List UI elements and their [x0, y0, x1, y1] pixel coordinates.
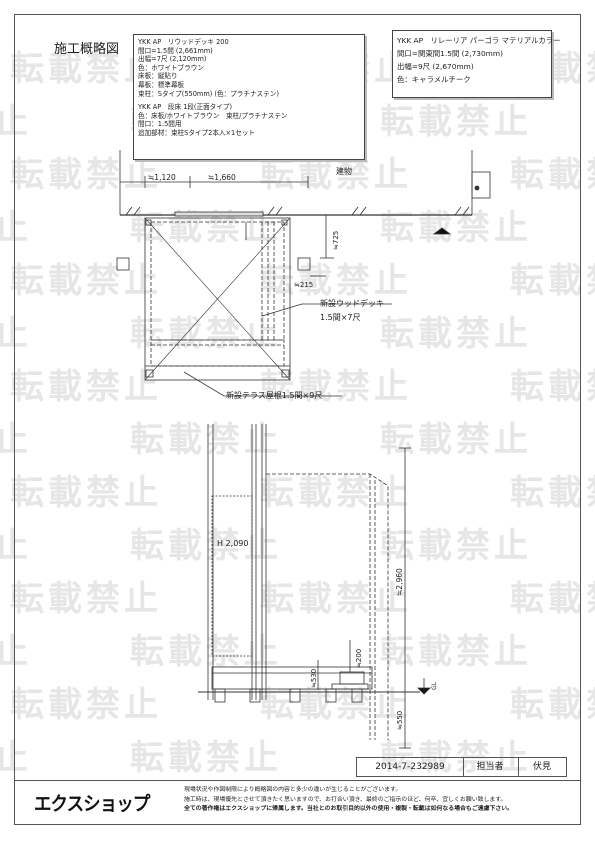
- deck-spec-line: 色：ホワイトブラウン: [138, 63, 204, 72]
- deck-spec-line: 出幅=7尺 (2,120mm): [138, 55, 207, 64]
- step-spec-line: YKK AP 段床 1段(正面タイプ): [138, 103, 233, 112]
- staff-name: 伏見: [518, 757, 567, 777]
- deck-spec-line: 束柱：Sタイプ(550mm) (色：プラチナステン): [138, 89, 279, 98]
- deck-spec-line: 幕板：標準幕板: [138, 80, 185, 89]
- deck-spec-line: 床板：縦貼り: [138, 72, 178, 81]
- gl-label: GL: [431, 681, 438, 690]
- page-title: 施工概略図: [54, 42, 120, 57]
- roof-label: 新設テラス屋根1.5間×9尺: [226, 390, 322, 400]
- footer-divider: [14, 780, 581, 781]
- deck-spec-line: 間口=1.5間 (2,661mm): [138, 46, 213, 55]
- spec-box-pergola: YKK AP リレーリア パーゴラ マテリアルカラー 間口=関東間1.5間 (2…: [392, 30, 561, 98]
- dim-2960: ≒2,960: [395, 568, 404, 596]
- step-spec-line: 追加部材：束柱Sタイプ2本入×1セット: [138, 128, 256, 137]
- height-label: H 2,090: [217, 539, 248, 548]
- spec-box-deck: YKK AP リウッドデッキ 200 間口=1.5間 (2,661mm) 出幅=…: [133, 34, 365, 160]
- dim-530: ≒530: [310, 669, 318, 688]
- drawing-frame: [14, 14, 581, 825]
- dim-1120: ≒1,120: [148, 173, 176, 182]
- step-spec-line: 色：床板/ホワイトブラウン 束柱/プラチナステン: [138, 111, 288, 120]
- drawing-code: 2014-7-232989: [356, 757, 464, 777]
- company-logo: エクスショップ: [34, 793, 150, 815]
- footer-notes: 現場状況や作図制限により概略図の内容と多少の違いが生じることがございます。 施工…: [184, 786, 574, 815]
- staff-role-label: 担当者: [462, 757, 519, 777]
- pergola-spec-line: 色：キャラメルチーク: [397, 75, 471, 84]
- building-label: 建物: [336, 166, 352, 176]
- step-spec-line: 間口：1.5間用: [138, 120, 182, 129]
- footer-note-copyright: 全ての著作権はエクスショップに帰属します。当社とのお取引目的以外の使用・複製・転…: [184, 806, 514, 813]
- deck-spec-line: YKK AP リウッドデッキ 200: [138, 38, 229, 46]
- pergola-spec-line: 出幅=9尺 (2,670mm): [397, 62, 474, 71]
- deck-label: 新設ウッドデッキ: [320, 298, 384, 308]
- footer-note: 施工時は、現場優先とさせて頂きたく思いますので、お打合い頂き、最終のご指示のほど…: [184, 796, 507, 803]
- pergola-spec-line: YKK AP リレーリア パーゴラ マテリアルカラー: [397, 36, 561, 45]
- dim-725: ≒725: [332, 231, 340, 250]
- deck-size-label: 1.5間×7尺: [320, 313, 361, 322]
- dim-1660: ≒1,660: [208, 173, 236, 182]
- pergola-spec-line: 間口=関東間1.5間 (2,730mm): [397, 49, 503, 58]
- deck-spec-block: YKK AP リウッドデッキ 200 間口=1.5間 (2,661mm) 出幅=…: [138, 38, 360, 98]
- step-spec-block: YKK AP 段床 1段(正面タイプ) 色：床板/ホワイトブラウン 束柱/プラチ…: [138, 103, 360, 137]
- dim-550: ≒550: [396, 711, 404, 730]
- dim-215: ≒215: [294, 281, 313, 289]
- dim-200: ≒200: [355, 649, 363, 668]
- footer-note: 現場状況や作図制限により概略図の内容と多少の違いが生じることがございます。: [184, 787, 402, 793]
